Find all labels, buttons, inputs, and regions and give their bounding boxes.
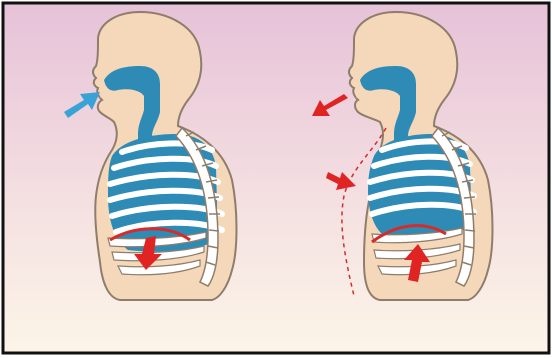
lower-ribs-left: [108, 232, 206, 275]
